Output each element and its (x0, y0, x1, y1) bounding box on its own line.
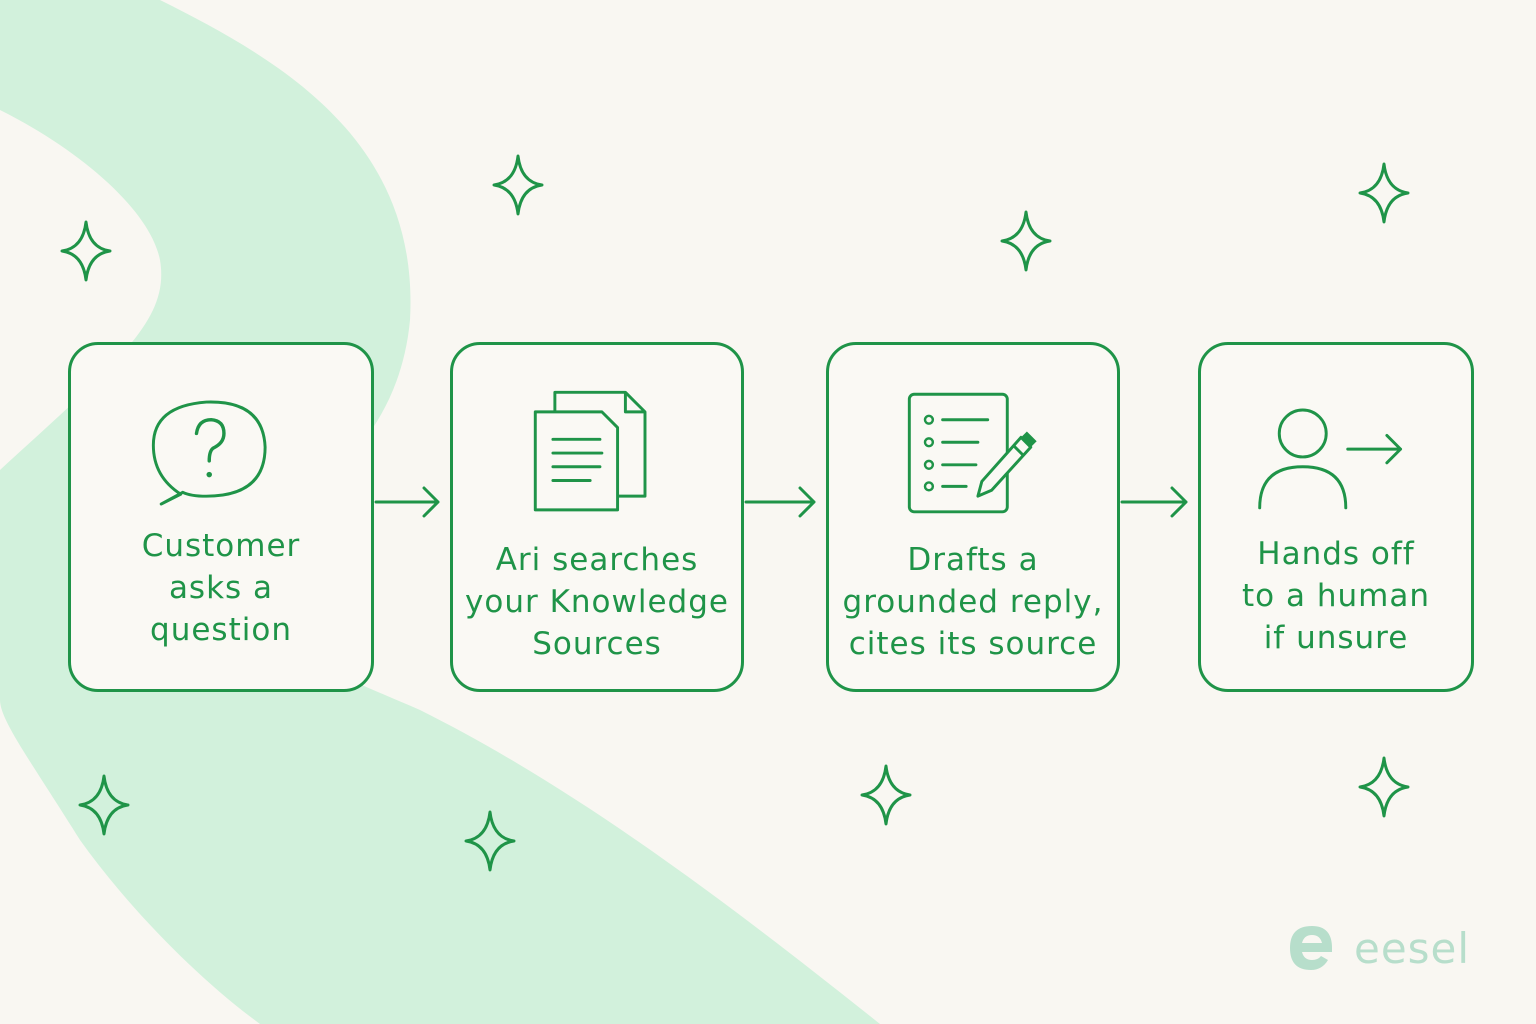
step-label: Customer asks a question (141, 528, 301, 648)
step-card-human-handoff: Hands off to a human if unsure (1198, 342, 1474, 692)
arrow-right-icon (1120, 486, 1188, 518)
arrow-right-icon (374, 486, 440, 518)
sparkle-icon (1358, 756, 1410, 818)
sparkle-icon (1000, 210, 1052, 272)
arrow-right-icon (744, 486, 816, 518)
sparkle-icon (492, 154, 544, 216)
sparkle-icon (60, 220, 112, 282)
sparkle-icon (464, 810, 516, 872)
step-card-draft-reply: Drafts a grounded reply, cites its sourc… (826, 342, 1120, 692)
documents-icon (533, 390, 647, 512)
checklist-pencil-icon (907, 392, 1037, 514)
step-label: Drafts a grounded reply, cites its sourc… (842, 542, 1104, 662)
brand-logo: eesel (1284, 918, 1470, 978)
step-label: Hands off to a human if unsure (1242, 536, 1430, 656)
eesel-logo-icon (1290, 926, 1332, 970)
step-label: Ari searches your Knowledge Sources (465, 542, 729, 662)
step-card-knowledge-search: Ari searches your Knowledge Sources (450, 342, 744, 692)
step-card-customer-question: Customer asks a question (68, 342, 374, 692)
question-bubble-icon (151, 400, 267, 506)
sparkle-icon (1358, 162, 1410, 224)
person-handoff-icon (1258, 408, 1403, 510)
sparkle-icon (78, 774, 130, 836)
sparkle-icon (860, 764, 912, 826)
brand-name: eesel (1354, 923, 1471, 973)
